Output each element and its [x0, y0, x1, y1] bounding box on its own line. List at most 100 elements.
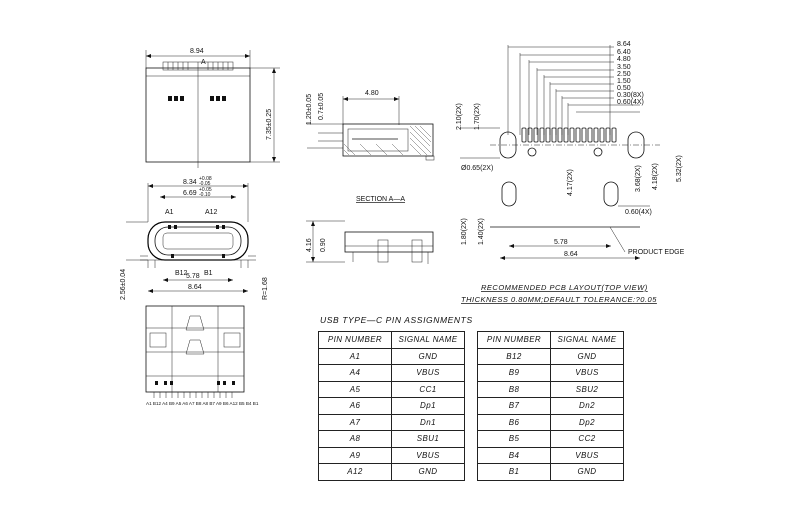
pcb-dim-hole: Ø0.65(2X)	[461, 165, 493, 172]
table-header-row: PIN NUMBER SIGNAL NAME	[318, 331, 465, 349]
pcb-top-dim-7: 0.30(8X)	[617, 92, 644, 99]
signal-cell: Dn2	[550, 397, 624, 415]
signal-cell: Dn1	[391, 413, 465, 431]
pcb-dim-060: 0.60(4X)	[625, 209, 652, 216]
front-dim-578: 5.78	[186, 273, 200, 280]
header-pin-number: PIN NUMBER	[318, 331, 392, 349]
section-dim-b: 0.7±0.05	[318, 93, 325, 120]
signal-cell: VBUS	[550, 364, 624, 382]
bottom-pin-labels: A1 B12 A4 B9 A5 A6 A7 B8 A8 B7 A9 B6 A12…	[146, 401, 259, 406]
signal-cell: Dp1	[391, 397, 465, 415]
label-b12: B12	[175, 270, 188, 277]
section-view: 4.80 1.20±0.05 0.7±0.05 SECTION A—A	[306, 90, 435, 203]
signal-cell: SBU2	[550, 380, 624, 398]
label-b1: B1	[204, 270, 213, 277]
pcb-top-dim-0: 8.64	[617, 41, 631, 48]
table-header-row: PIN NUMBER SIGNAL NAME	[477, 331, 624, 349]
signal-cell: VBUS	[550, 446, 624, 464]
pcb-dim-532: 5.32(2X)	[676, 155, 683, 182]
header-signal-name: SIGNAL NAME	[391, 331, 465, 349]
signal-cell: GND	[550, 347, 624, 365]
pin-cell: A12	[318, 463, 392, 481]
pcb-note-2: THICKNESS 0.80MM;DEFAULT TOLERANCE:?0.05	[461, 295, 657, 304]
label-a12: A12	[205, 209, 218, 216]
front-dim-864: 8.64	[188, 284, 202, 291]
header-pin-number: PIN NUMBER	[477, 331, 551, 349]
front-inner-tol-minus: -0.10	[199, 192, 211, 198]
top-view: 8.94 A 7.35±0.25	[145, 48, 280, 168]
signal-cell: GND	[550, 463, 624, 481]
pin-table-title: USB TYPE—C PIN ASSIGNMENTS	[320, 315, 473, 325]
pcb-note-1: RECOMMENDED PCB LAYOUT(TOP VIEW)	[481, 283, 648, 292]
pin-cell: B1	[477, 463, 551, 481]
pcb-top-dim-4: 2.50	[617, 71, 631, 78]
pin-cell: B12	[477, 347, 551, 365]
top-height-dim: 7.35±0.25	[266, 109, 273, 140]
top-width-dim: 8.94	[190, 48, 204, 55]
bottom-view: A1 B12 A4 B9 A5 A6 A7 B8 A8 B7 A9 B6 A12…	[145, 305, 259, 406]
pcb-dim-578: 5.78	[554, 239, 568, 246]
side-dim-416: 4.16	[306, 238, 313, 252]
signal-cell: CC2	[550, 430, 624, 448]
signal-cell: CC1	[391, 380, 465, 398]
pcb-dim-418: 4.18(2X)	[652, 163, 659, 190]
label-a1: A1	[165, 209, 174, 216]
front-inner-dim: 6.69	[183, 190, 197, 197]
pcb-top-dim-1: 6.40	[617, 49, 631, 56]
pin-cell: B4	[477, 446, 551, 464]
signal-cell: SBU1	[391, 430, 465, 448]
section-dim-a: 1.20±0.05	[306, 94, 313, 125]
front-outer-tol-minus: -0.05	[199, 181, 211, 187]
pcb-top-dim-8: 0.60(4X)	[617, 99, 644, 106]
signal-cell: Dp2	[550, 413, 624, 431]
pin-cell: A9	[318, 446, 392, 464]
pcb-dim-210: 2.10(2X)	[456, 103, 463, 130]
pin-cell: B7	[477, 397, 551, 415]
pcb-layout: 8.64 6.40 4.80 3.50 2.50 1.50 0.50 0.30(…	[456, 41, 685, 304]
pcb-top-dim-2: 4.80	[617, 56, 631, 63]
pin-cell: B6	[477, 413, 551, 431]
pcb-dim-417: 4.17(2X)	[567, 169, 574, 196]
signal-cell: GND	[391, 463, 465, 481]
pin-cell: A8	[318, 430, 392, 448]
pin-cell: A4	[318, 364, 392, 382]
pin-cell: A6	[318, 397, 392, 415]
header-signal-name: SIGNAL NAME	[550, 331, 624, 349]
pin-cell: B8	[477, 380, 551, 398]
front-height-dim: 2.56±0.04	[120, 269, 127, 300]
pin-cell: B5	[477, 430, 551, 448]
pcb-dim-368: 3.68(2X)	[635, 165, 642, 192]
front-inner-tol-plus: +0.05	[199, 187, 212, 193]
pcb-top-dim-3: 3.50	[617, 64, 631, 71]
section-mark-top: A	[201, 59, 206, 66]
pcb-dim-864: 8.64	[564, 251, 578, 258]
pcb-top-dim-6: 0.50	[617, 85, 631, 92]
signal-cell: GND	[391, 347, 465, 365]
pin-cell: A7	[318, 413, 392, 431]
section-len-dim: 4.80	[365, 90, 379, 97]
pin-cell: A5	[318, 380, 392, 398]
signal-cell: VBUS	[391, 364, 465, 382]
side-view: 4.16 0.90	[306, 220, 434, 264]
pcb-dim-140: 1.40(2X)	[478, 218, 485, 245]
front-view: 8.34 +0.08 -0.05 6.69 +0.05 -0.10 A1 A12…	[120, 176, 269, 300]
front-radius-dim: R=1.68	[262, 277, 269, 300]
